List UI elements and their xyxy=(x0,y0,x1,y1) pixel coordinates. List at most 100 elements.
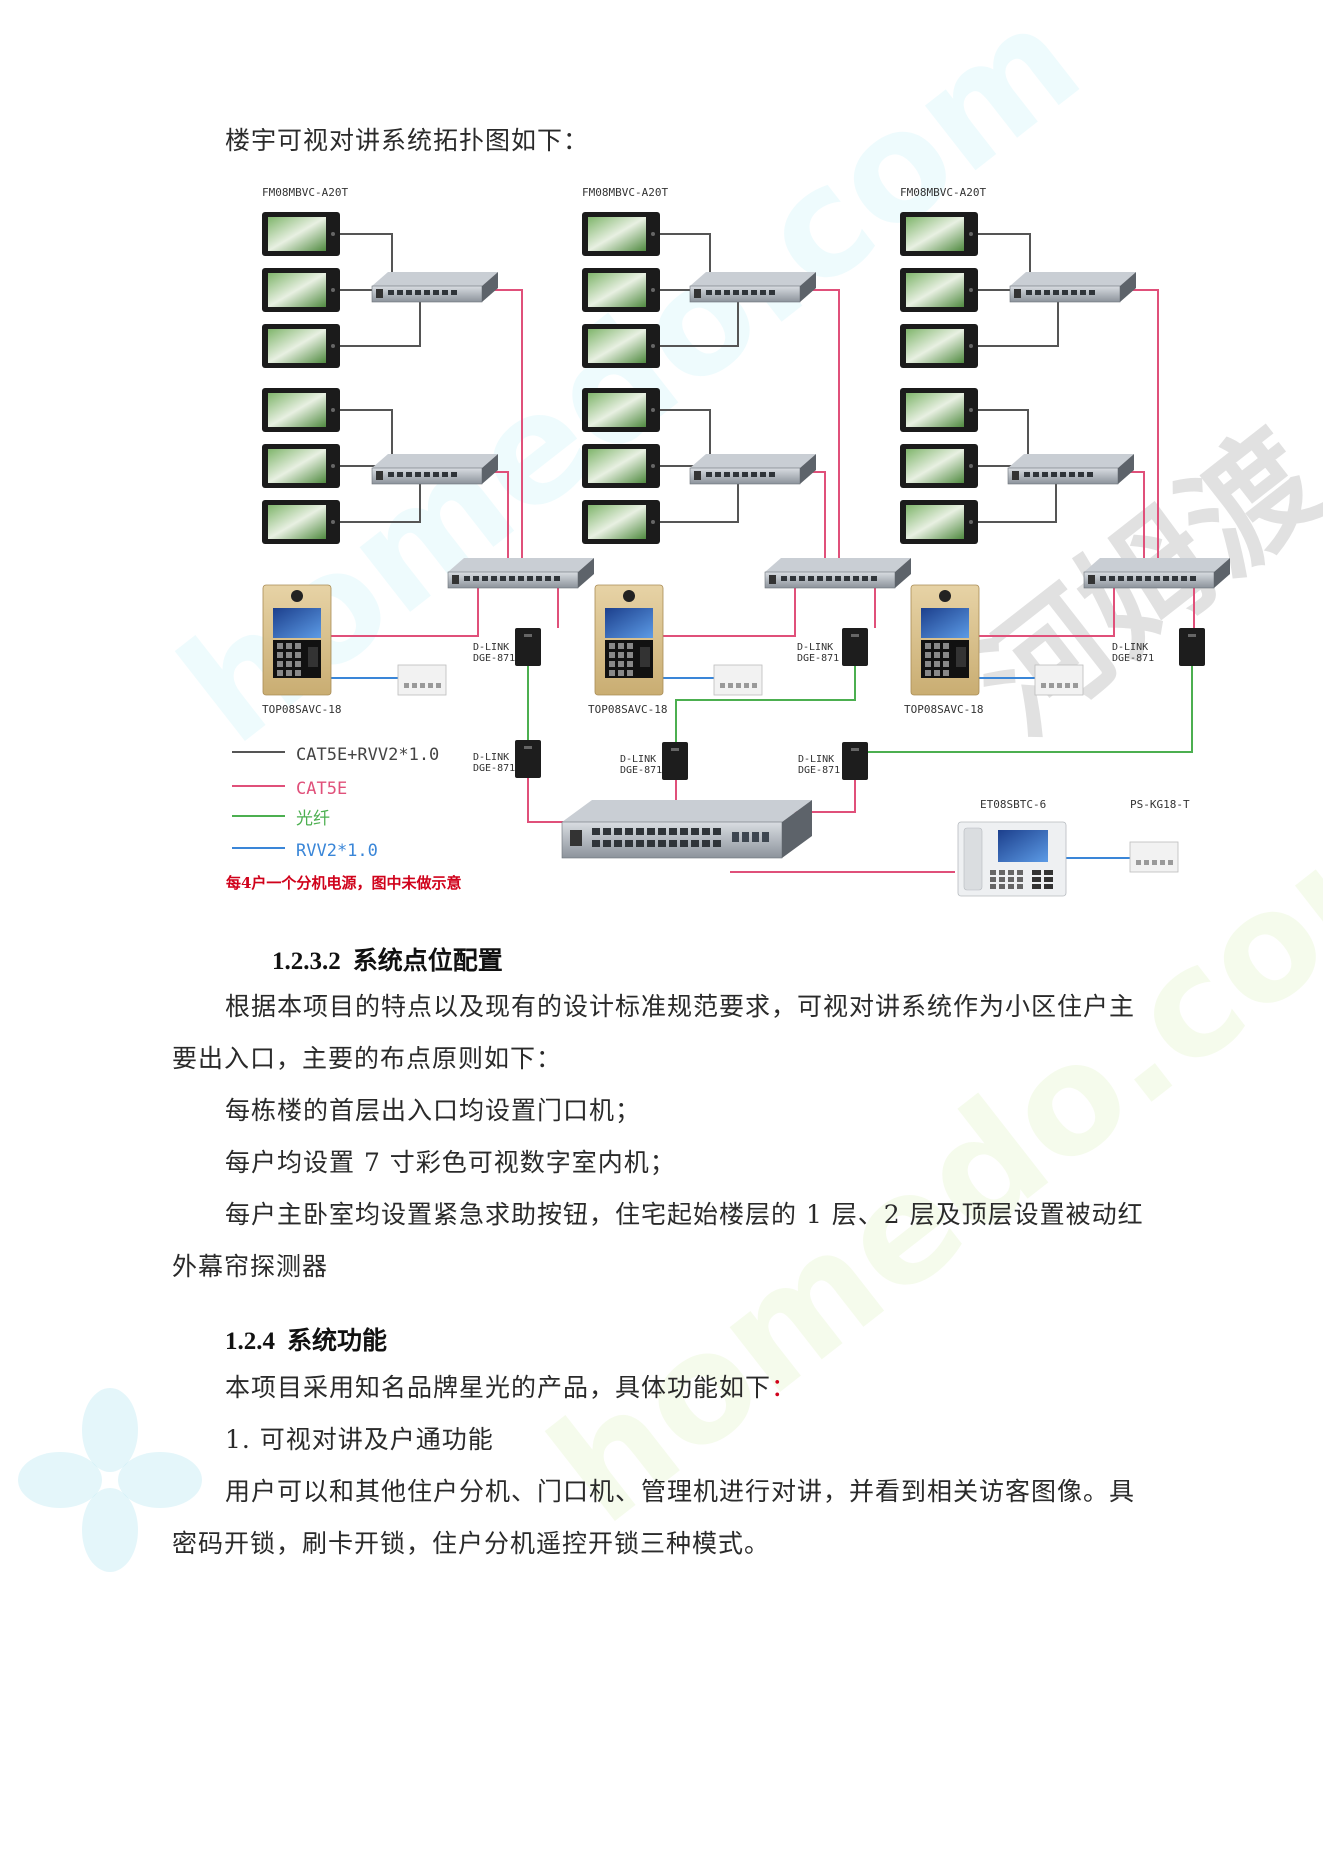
legend-note: 每4户一个分机电源，图中未做示意 xyxy=(226,874,461,892)
monitor-screen xyxy=(906,217,964,251)
keypad-key xyxy=(286,643,292,649)
keypad-key xyxy=(286,652,292,658)
switch-power-port xyxy=(1012,471,1019,480)
switch-side xyxy=(1214,558,1230,588)
card-reader xyxy=(640,647,650,667)
poe-logo xyxy=(1188,634,1196,637)
cable-cat5e xyxy=(800,289,840,562)
poe-label: DGE-871 xyxy=(797,653,839,664)
camera-icon xyxy=(623,590,635,602)
switch-port xyxy=(844,576,850,581)
floor-switch xyxy=(1009,272,1136,303)
cable-cat5e xyxy=(527,778,566,823)
keypad-key xyxy=(627,652,633,658)
poe-label: D-LINK xyxy=(1112,642,1148,653)
switch-top xyxy=(690,454,816,468)
switch-port xyxy=(647,828,655,835)
switch-port xyxy=(647,840,655,847)
switch-port xyxy=(442,472,448,477)
switch-port xyxy=(451,472,457,477)
switch-port xyxy=(500,576,506,581)
cable-cat5e-rvv xyxy=(660,233,711,288)
indoor-monitor xyxy=(582,388,660,432)
switch-port xyxy=(724,290,730,295)
switch-port xyxy=(1053,290,1059,295)
switch-power-port xyxy=(452,575,459,584)
core-switch-side xyxy=(782,800,812,858)
switch-port xyxy=(464,576,470,581)
cable-cat5e-rvv xyxy=(340,470,421,523)
cable-cat5e xyxy=(1118,471,1145,562)
monitor-button xyxy=(651,408,655,412)
poe-body xyxy=(842,742,868,780)
switch-port xyxy=(691,828,699,835)
floor-switch xyxy=(689,454,816,485)
keypad-key xyxy=(618,652,624,658)
switch-port xyxy=(1145,576,1151,581)
legend-label: 光纤 xyxy=(296,809,330,829)
paragraph-text: 本项目采用知名品牌星光的产品，具体功能如下 xyxy=(225,1373,772,1402)
switch-port xyxy=(826,576,832,581)
section-number: 1.2.4 xyxy=(225,1328,275,1355)
keypad-key xyxy=(286,670,292,676)
switch-port xyxy=(415,290,421,295)
indoor-monitor xyxy=(582,500,660,544)
switch-top xyxy=(1084,558,1230,572)
keypad-key xyxy=(618,670,624,676)
poe-label: DGE-871 xyxy=(473,653,515,664)
psu-terminal xyxy=(1168,860,1173,865)
keypad-key xyxy=(943,643,949,649)
switch-port xyxy=(1109,576,1115,581)
keypad-key xyxy=(1008,870,1014,875)
psu-terminal xyxy=(412,683,417,688)
keypad-key xyxy=(609,652,615,658)
indoor-monitor xyxy=(900,444,978,488)
monitor-screen xyxy=(268,393,326,427)
indoor-monitor xyxy=(262,212,340,256)
camera-icon xyxy=(939,590,951,602)
psu-terminal xyxy=(428,683,433,688)
switch-port xyxy=(1181,576,1187,581)
door-station-model-label: TOP08SAVC-18 xyxy=(262,703,341,716)
building-switch xyxy=(447,558,594,589)
keypad-key xyxy=(990,877,996,882)
switch-port xyxy=(518,576,524,581)
switch-port xyxy=(853,576,859,581)
camera-icon xyxy=(291,590,303,602)
cable-cat5e-rvv xyxy=(978,288,1059,347)
psu-terminal xyxy=(1041,683,1046,688)
poe-label: D-LINK xyxy=(473,752,509,763)
indoor-monitor xyxy=(262,324,340,368)
keypad-key xyxy=(295,670,301,676)
cable-cat5e-rvv xyxy=(660,470,739,523)
building-switch xyxy=(764,558,911,589)
keypad-key xyxy=(627,643,633,649)
switch-power-port xyxy=(1088,575,1095,584)
switch-port xyxy=(603,828,611,835)
poe-logo xyxy=(851,748,859,751)
switch-port xyxy=(1051,472,1057,477)
keypad-key xyxy=(1044,877,1053,882)
monitor-button xyxy=(651,520,655,524)
switch-port xyxy=(1172,576,1178,581)
monitor-screen xyxy=(906,273,964,307)
switch-port xyxy=(1060,472,1066,477)
switch-port xyxy=(1118,576,1124,581)
keypad-key xyxy=(627,670,633,676)
keypad-key xyxy=(925,643,931,649)
keypad-key xyxy=(1032,877,1041,882)
switch-port xyxy=(835,576,841,581)
keypad-key xyxy=(295,643,301,649)
monitor-screen xyxy=(906,393,964,427)
cable-cat5e xyxy=(663,588,796,637)
cable-cat5e-rvv xyxy=(660,288,739,347)
switch-port xyxy=(706,472,712,477)
switch-port xyxy=(397,290,403,295)
psu-terminal xyxy=(736,683,741,688)
monitor-button xyxy=(969,408,973,412)
sfp-port xyxy=(752,832,759,842)
paragraph: 用户可以和其他住户分机、门口机、管理机进行对讲，并看到相关访客图像。具 xyxy=(225,1477,1136,1506)
poe-label: D-LINK xyxy=(473,642,509,653)
keypad-key xyxy=(609,643,615,649)
